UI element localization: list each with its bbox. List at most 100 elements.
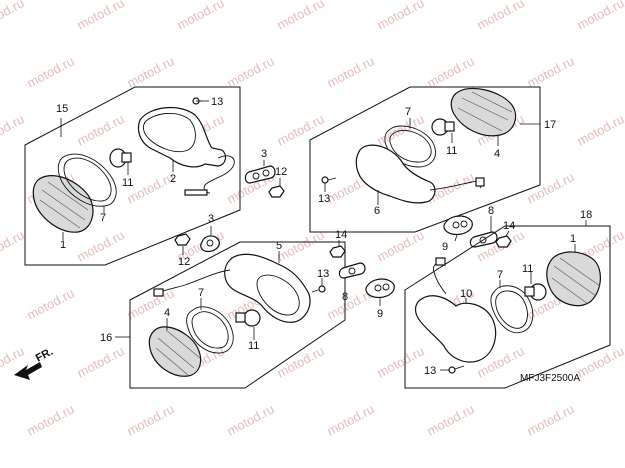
callout-13b: 13 [318,193,330,205]
gasket-part-7-d [490,285,534,334]
nut-part-12-b [174,233,191,246]
watermark-text: motod.ru [474,0,526,33]
leader-14a [505,230,510,237]
watermark-text: motod.ru [524,401,576,438]
callout-14b: 14 [335,229,347,241]
watermark-text: motod.ru [0,227,27,264]
watermark-text: motod.ru [24,401,76,438]
callout-12b: 12 [178,256,190,268]
bulb-part-11-d [524,283,547,301]
watermark-text: motod.ru [374,0,426,33]
watermark-text: motod.ru [74,0,126,33]
lens-part-4-c [148,326,202,377]
lens-part-1 [32,175,94,233]
callout-2: 2 [170,173,176,185]
callout-1a: 1 [60,239,66,251]
nut-part-14-a [495,235,512,248]
assembly-group-17: 7 11 4 17 6 13 [309,86,556,233]
watermark-text: motod.ru [524,53,576,90]
watermark-text: motod.ru [374,227,426,264]
watermark-text: motod.ru [274,111,326,148]
watermark-text: motod.ru [274,0,326,33]
gasket-part-7-b [384,125,436,168]
callout-16: 16 [100,332,112,344]
assembly-frame-18 [404,225,611,389]
callout-10: 10 [460,288,472,300]
watermark-text: motod.ru [324,53,376,90]
watermark-text: motod.ru [574,0,625,33]
callout-4b: 4 [494,148,500,160]
front-label: FR. [34,346,55,365]
gasket-part-7 [57,153,117,207]
callout-4c: 4 [164,307,170,319]
watermark-text: motod.ru [424,401,476,438]
watermark-text: motod.ru [224,401,276,438]
bulb-part-11-c [235,309,261,327]
grommet-part-3-a [244,165,276,184]
watermark-text: motod.ru [574,111,625,148]
gasket-inner-7-b [389,129,432,163]
callout-7d: 7 [497,269,503,281]
bulb-part-11 [109,148,132,168]
watermark-text: motod.ru [174,0,226,33]
drawing-code: MFJ3F2500A [520,373,580,384]
watermark-text: motod.ru [0,111,27,148]
housing-part-2 [137,106,235,196]
callout-7a: 7 [100,212,106,224]
grommet-part-8-b [338,262,366,279]
watermark-text: motod.ru [74,343,126,380]
callout-12a: 12 [275,166,287,178]
callout-17: 17 [544,119,556,131]
callout-5: 5 [276,240,282,252]
callout-3a: 3 [261,148,267,160]
nut-part-12-a [268,185,285,198]
grommet-part-9-a [443,215,473,235]
lens-part-1-d [546,251,601,307]
assembly-frame-17 [309,86,541,233]
assembly-frame-16 [129,241,346,389]
watermark-text: motod.ru [74,111,126,148]
callout-9a: 9 [442,241,448,253]
callout-13d: 13 [424,365,436,377]
assembly-group-15: 15 1 7 11 2 13 [24,86,241,266]
housing-part-5 [153,253,311,323]
callout-13c: 13 [317,268,329,280]
front-arrow-icon [14,362,42,380]
callout-9b: 9 [377,308,383,320]
gasket-inner-7 [63,157,112,202]
housing-part-6 [355,144,485,204]
assembly-group-16: 7 4 11 5 13 16 [100,240,346,389]
watermark-text: motod.ru [324,401,376,438]
watermark-text: motod.ru [24,53,76,90]
gasket-inner-7-d [495,290,528,329]
callout-11d: 11 [522,263,533,275]
watermark-text: motod.ru [374,343,426,380]
callout-11c: 11 [248,340,259,352]
grommet-part-9-b [365,278,395,298]
assembly-group-18: 1 18 7 11 10 13 [404,209,611,389]
grommet-part-3-b [200,235,220,253]
callout-6: 6 [374,205,380,217]
nut-part-14-b [329,245,346,258]
assembly-frame-15 [24,86,241,266]
screw-part-13-b [321,176,337,184]
watermark-text: motod.ru [224,53,276,90]
callout-18: 18 [580,209,592,221]
callout-8b: 8 [342,291,348,303]
watermark-text: motod.ru [24,285,76,322]
screw-part-13-d [448,365,465,374]
bulb-part-11-b [431,118,455,136]
screw-part-13-c [311,285,326,293]
watermark-text: motod.ru [0,0,27,33]
leader-9a [454,234,458,242]
watermark-text: motod.ru [124,53,176,90]
callout-7c: 7 [198,287,204,299]
callout-13a: 13 [211,96,223,108]
watermark-text: motod.ru [124,401,176,438]
watermark-text: motod.ru [274,227,326,264]
callout-15: 15 [56,103,68,115]
housing-part-10 [414,257,497,363]
callout-8a: 8 [488,205,494,217]
callout-11a: 11 [122,177,133,189]
